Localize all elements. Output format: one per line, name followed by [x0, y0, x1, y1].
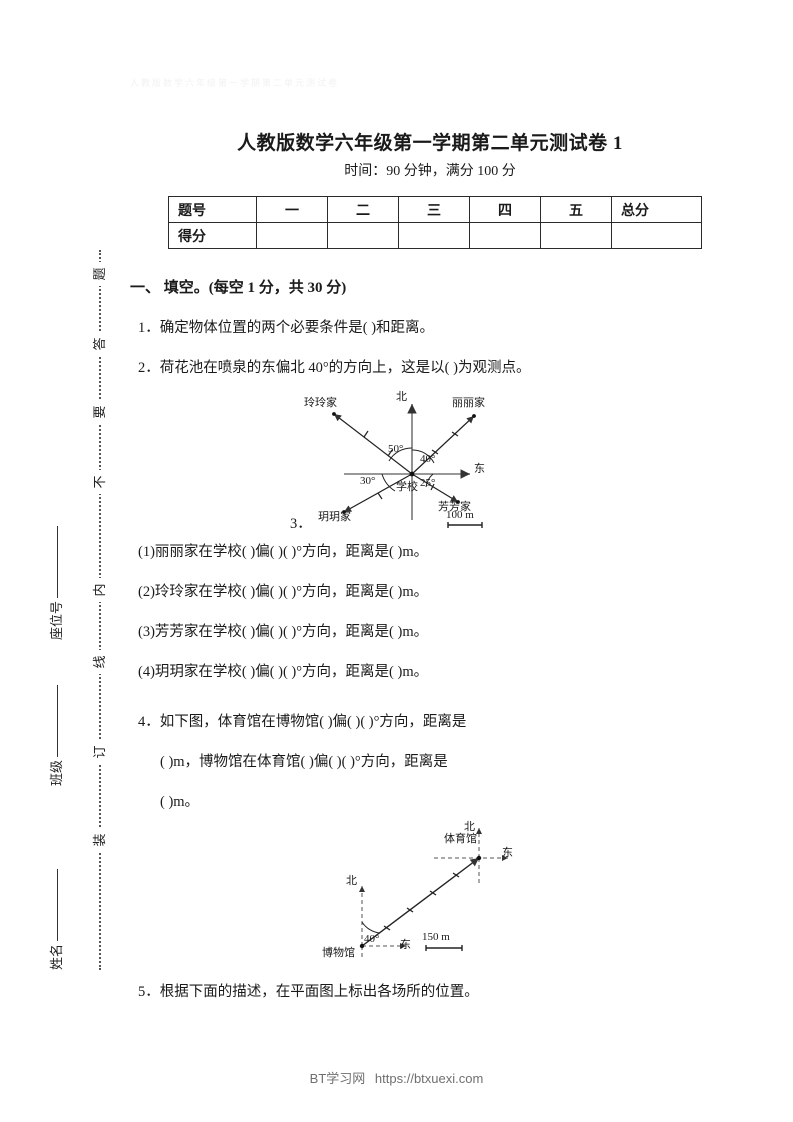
- field-seat-number-rule: [57, 525, 58, 598]
- field-seat-number-label: 座位号: [49, 600, 64, 640]
- seal-char-3: 要: [88, 400, 112, 424]
- score-table-col-1: 一: [256, 196, 328, 223]
- figure1-north-label: 北: [396, 391, 407, 403]
- score-cell-5[interactable]: [540, 222, 612, 249]
- score-table-col-2: 二: [327, 196, 399, 223]
- footer-url[interactable]: https://btxuexi.com: [374, 1071, 484, 1086]
- figure1-point-lili: 丽丽家: [452, 397, 485, 409]
- figure1-angle-30: 30°: [360, 475, 376, 487]
- binding-dotted-line: [99, 250, 101, 970]
- question-3-item-2: (2)玲玲家在学校( )偏( )( )°方向，距离是( )m。: [138, 584, 429, 600]
- figure2-east-label-gym: 东: [502, 847, 513, 859]
- figure1-angle-50: 50°: [388, 443, 404, 455]
- figure2-scale-label: 150 m: [422, 931, 450, 943]
- seal-char-8: 装: [88, 828, 112, 852]
- score-table-row-label-2: 得分: [168, 222, 257, 249]
- figure2-north-label-museum: 北: [346, 875, 357, 887]
- figure2-gym-label: 体育馆: [444, 833, 477, 845]
- figure1-point-fangfang: 芳芳家: [438, 501, 471, 513]
- field-name-rule: [57, 868, 58, 941]
- page-title: 人教版数学六年级第一学期第二单元测试卷 1: [237, 133, 623, 154]
- exam-subtitle: 时间：90 分钟，满分 100 分: [344, 164, 516, 179]
- field-class-label: 班级: [49, 759, 64, 786]
- figure2-museum-label: 博物馆: [322, 947, 355, 959]
- score-table-row-label-1: 题号: [168, 196, 257, 223]
- figure1-angle-40: 40°: [420, 453, 436, 465]
- field-class-rule: [57, 684, 58, 757]
- field-name: 姓名: [46, 820, 65, 970]
- figure1-point-yueyue: 玥玥家: [318, 511, 351, 523]
- question-3-item-1: (1)丽丽家在学校( )偏( )( )°方向，距离是( )m。: [138, 544, 429, 560]
- question-2: 2．荷花池在喷泉的东偏北 40°的方向上，这是以( )为观测点。: [138, 360, 531, 376]
- question-3-number: 3．: [290, 516, 312, 532]
- table-row-score: 得分: [168, 222, 702, 249]
- figure1-point-lingling: 玲玲家: [304, 397, 337, 409]
- score-cell-3[interactable]: [398, 222, 470, 249]
- question-3-item-3: (3)芳芳家在学校( )偏( )( )°方向，距离是( )m。: [138, 624, 429, 640]
- seal-char-6: 线: [88, 650, 112, 674]
- question-5: 5．根据下面的描述，在平面图上标出各场所的位置。: [138, 984, 479, 1000]
- figure-school-directions-svg: [332, 404, 483, 528]
- score-cell-4[interactable]: [469, 222, 541, 249]
- figure2-north-label-gym: 北: [464, 821, 475, 833]
- figure1-angle-25: 25°: [420, 477, 436, 489]
- seal-char-7: 订: [88, 740, 112, 764]
- figure1-scale-label: 100 m: [446, 509, 474, 521]
- score-table-col-4: 四: [469, 196, 541, 223]
- question-4-line-2: ( )m，博物馆在体育馆( )偏( )( )°方向，距离是: [160, 754, 448, 770]
- score-table-col-5: 五: [540, 196, 612, 223]
- field-class: 班级: [46, 636, 65, 786]
- score-table-col-total: 总分: [611, 196, 702, 223]
- field-name-label: 姓名: [49, 943, 64, 970]
- question-4-line-1: 4．如下图，体育馆在博物馆( )偏( )( )°方向，距离是: [138, 714, 467, 730]
- seal-char-5: 内: [88, 578, 112, 602]
- question-1: 1．确定物体位置的两个必要条件是( )和距离。: [138, 320, 435, 336]
- field-seat-number: 座位号: [46, 490, 65, 640]
- binding-margin: 题 答 要 不 内 线 订 装 座位号 班级 姓名: [0, 0, 130, 1122]
- faint-page-header: 人教版数学六年级第一学期第二单元测试卷: [130, 78, 340, 88]
- figure2-east-label-museum: 东: [400, 939, 411, 951]
- score-cell-2[interactable]: [327, 222, 399, 249]
- score-table: 题号 一 二 三 四 五 总分 得分: [168, 196, 702, 249]
- figure1-center-label: 学校: [396, 481, 418, 493]
- score-cell-1[interactable]: [256, 222, 328, 249]
- score-table-col-3: 三: [398, 196, 470, 223]
- figure-museum-gym: 北 东 博物馆 40° 北 东 体育馆 150 m: [302, 822, 532, 962]
- seal-char-1: 题: [88, 262, 112, 286]
- score-cell-total[interactable]: [611, 222, 702, 249]
- question-3-item-4: (4)玥玥家在学校( )偏( )( )°方向，距离是( )m。: [138, 664, 429, 680]
- figure-museum-gym-svg: [359, 828, 508, 958]
- section-heading-fill-in-blank: 一、 填空。(每空 1 分，共 30 分): [130, 280, 347, 296]
- figure2-angle-40: 40°: [364, 933, 380, 945]
- figure-school-directions: 北 东 玲玲家 丽丽家 芳芳家 玥玥家 50° 40° 25° 30° 学校 1…: [292, 392, 532, 532]
- seal-char-2: 答: [88, 332, 112, 356]
- figure1-east-label: 东: [474, 463, 485, 475]
- seal-char-4: 不: [88, 470, 112, 494]
- page-footer: BT学习网 https://btxuexi.com: [0, 1068, 793, 1087]
- footer-site-name: BT学习网: [309, 1071, 366, 1086]
- question-4-line-3: ( )m。: [160, 794, 200, 810]
- table-row-header: 题号 一 二 三 四 五 总分: [168, 196, 702, 223]
